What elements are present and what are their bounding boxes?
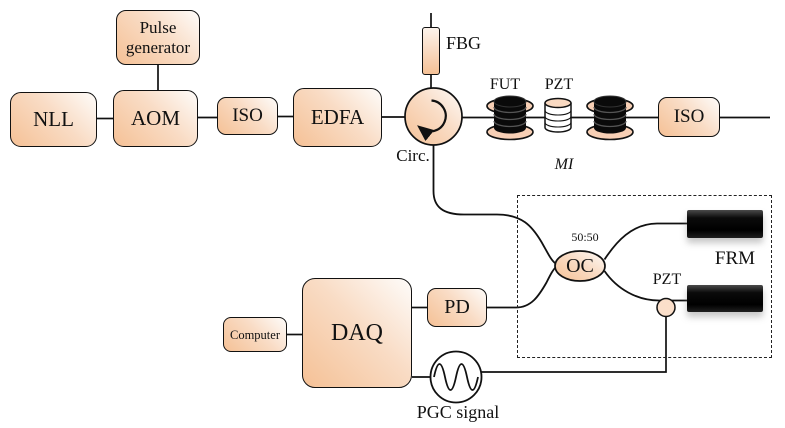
- fut-label: FUT: [489, 76, 521, 93]
- sine-wave-icon: [433, 363, 479, 391]
- pzt-cylinder: [544, 97, 572, 133]
- reference-fiber-spool: [586, 95, 634, 141]
- frm-upper-mirror: [687, 210, 763, 238]
- coupler-oval: [554, 250, 606, 282]
- aom-box: AOM: [113, 90, 198, 147]
- pzt-sensing-label: PZT: [544, 76, 574, 93]
- pzt-modulator-label: PZT: [652, 271, 682, 288]
- coupler-label: OC: [566, 255, 594, 277]
- nll-box: NLL: [10, 92, 97, 147]
- edfa-box: EDFA: [293, 88, 382, 147]
- frm-lower-mirror: [687, 285, 763, 312]
- fiber-oc-frm-upper: [603, 222, 687, 260]
- daq-box: DAQ: [302, 278, 412, 388]
- pzt-modulator-circle: [656, 297, 676, 318]
- wire-pgc-pzt: [481, 316, 667, 373]
- iso2-box: ISO: [658, 97, 720, 137]
- frm-label: FRM: [714, 248, 756, 269]
- pd-box: PD: [427, 288, 487, 327]
- coupler-ratio-label: 50:50: [571, 230, 599, 244]
- fiber-oc-frm-lower: [603, 270, 687, 302]
- fiber-circ-oc: [432, 145, 557, 265]
- circulator-symbol: [404, 87, 463, 146]
- fiber-curves: [432, 145, 687, 309]
- pgc-signal-label: PGC signal: [416, 402, 500, 422]
- fbg-element: [422, 27, 440, 75]
- fut-fiber-spool: [486, 95, 534, 141]
- mi-label: MI: [554, 156, 574, 173]
- circulator-label: Circ.: [396, 146, 430, 165]
- fbg-label: FBG: [446, 33, 482, 53]
- computer-box: Computer: [223, 317, 287, 352]
- mi-dashed-box: [517, 195, 772, 358]
- circulator-arrow-icon: [417, 99, 447, 142]
- pgc-oscillator: [429, 350, 483, 404]
- pulse-generator-box: Pulse generator: [116, 10, 200, 65]
- iso1-box: ISO: [217, 97, 278, 135]
- fiber-pd-oc: [487, 265, 558, 309]
